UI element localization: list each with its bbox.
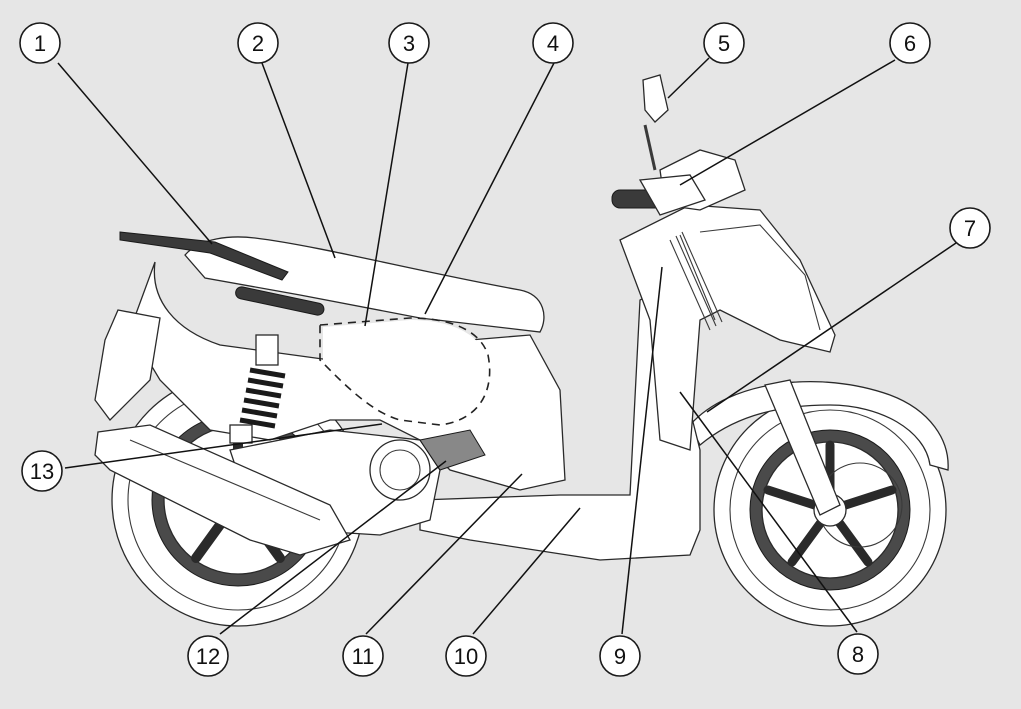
callout-3: 3 [388,22,430,64]
svg-text:4: 4 [547,31,559,56]
svg-text:11: 11 [352,644,375,669]
svg-text:8: 8 [852,642,864,667]
tail-section [94,309,161,421]
callout-7: 7 [949,207,991,249]
handlebar [611,124,706,216]
svg-text:3: 3 [403,31,415,56]
front-shield [619,204,836,451]
svg-text:13: 13 [30,459,54,484]
svg-text:7: 7 [964,216,976,241]
callout-9: 9 [599,635,641,677]
callout-2: 2 [237,22,279,64]
leader-lines [57,57,957,635]
svg-text:9: 9 [614,644,626,669]
scooter-illustration [94,74,949,627]
callout-13: 13 [21,450,63,492]
callout-1: 1 [19,22,61,64]
callout-5: 5 [703,22,745,64]
callout-6: 6 [889,22,931,64]
callout-12: 12 [187,635,229,677]
storage-compartment-outline [319,317,491,426]
floorboard [419,289,701,561]
front-fork [764,379,841,516]
svg-text:2: 2 [252,31,264,56]
callout-8: 8 [837,633,879,675]
exhaust [94,424,351,556]
callout-4: 4 [532,22,574,64]
svg-text:6: 6 [904,31,916,56]
seat [184,236,545,333]
callout-11: 11 [342,635,384,677]
svg-text:12: 12 [196,644,220,669]
svg-text:5: 5 [718,31,730,56]
rear-rack [119,231,289,281]
rear-shock [229,334,286,444]
callout-10: 10 [445,635,487,677]
svg-text:10: 10 [454,644,478,669]
svg-text:1: 1 [34,31,46,56]
mirror [642,74,669,123]
